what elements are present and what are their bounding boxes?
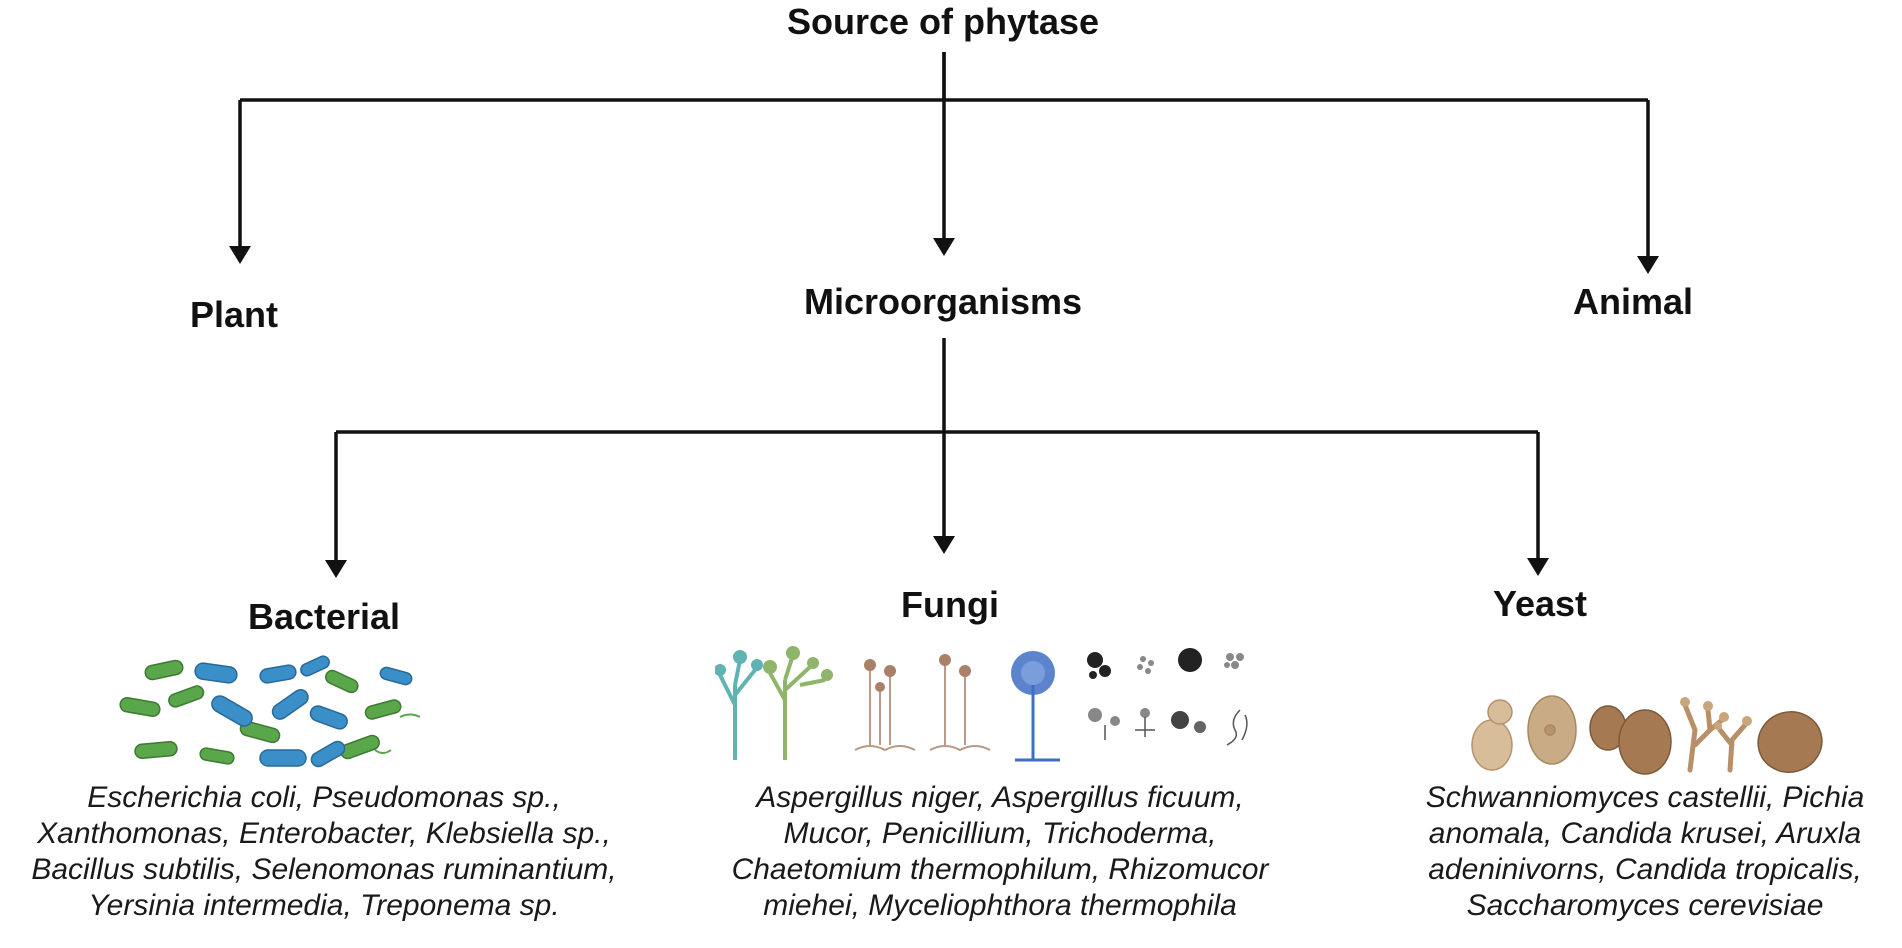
animal-label: Animal	[1572, 281, 1694, 322]
arrowhead-animal	[1637, 256, 1659, 274]
fungi-species-line: Mucor, Penicillium, Trichoderma,	[783, 817, 1217, 850]
arrowhead-microorganisms	[933, 238, 955, 256]
yeast-species-line: Saccharomyces cerevisiae	[1466, 889, 1824, 922]
fungi-label: Fungi	[901, 584, 999, 625]
bacterial-species-line: Bacillus subtilis, Selenomonas ruminanti…	[31, 853, 617, 886]
yeast-label: Yeast	[1492, 583, 1588, 624]
arrowhead-fungi	[933, 536, 955, 554]
arrowhead-bacterial	[325, 560, 347, 578]
bacteria-illustration	[119, 655, 421, 768]
arrowhead-plant	[229, 246, 251, 264]
arrowhead-yeast	[1527, 558, 1549, 576]
microorganisms-label: Microorganisms	[803, 281, 1083, 322]
yeast-species-line: anomala, Candida krusei, Aruxla	[1428, 817, 1862, 850]
fungi-species-line: Chaetomium thermophilum, Rhizomucor	[731, 853, 1269, 886]
fungi-illustration	[715, 646, 1248, 762]
yeast-species-list: Schwanniomyces castellii, Pichia anomala…	[1426, 780, 1865, 924]
yeast-species-line: Schwanniomyces castellii, Pichia	[1425, 781, 1865, 814]
fungi-species-list: Aspergillus niger, Aspergillus ficuum, M…	[732, 780, 1269, 924]
bacterial-label: Bacterial	[247, 596, 401, 637]
fungi-species-line: miehei, Myceliophthora thermophila	[763, 889, 1237, 922]
bacterial-species-line: Xanthomonas, Enterobacter, Klebsiella sp…	[37, 817, 611, 850]
root-label: Source of phytase	[786, 1, 1100, 42]
bacterial-species-line: Escherichia coli, Pseudomonas sp.,	[87, 781, 561, 814]
plant-label: Plant	[189, 294, 279, 335]
yeast-illustration	[1471, 695, 1823, 775]
bacterial-species-list: Escherichia coli, Pseudomonas sp., Xanth…	[31, 780, 616, 924]
yeast-species-line: adeninivorns, Candida tropicalis,	[1428, 853, 1862, 886]
bacterial-species-line: Yersinia intermedia, Treponema sp.	[88, 889, 560, 922]
fungi-species-line: Aspergillus niger, Aspergillus ficuum,	[756, 781, 1244, 814]
